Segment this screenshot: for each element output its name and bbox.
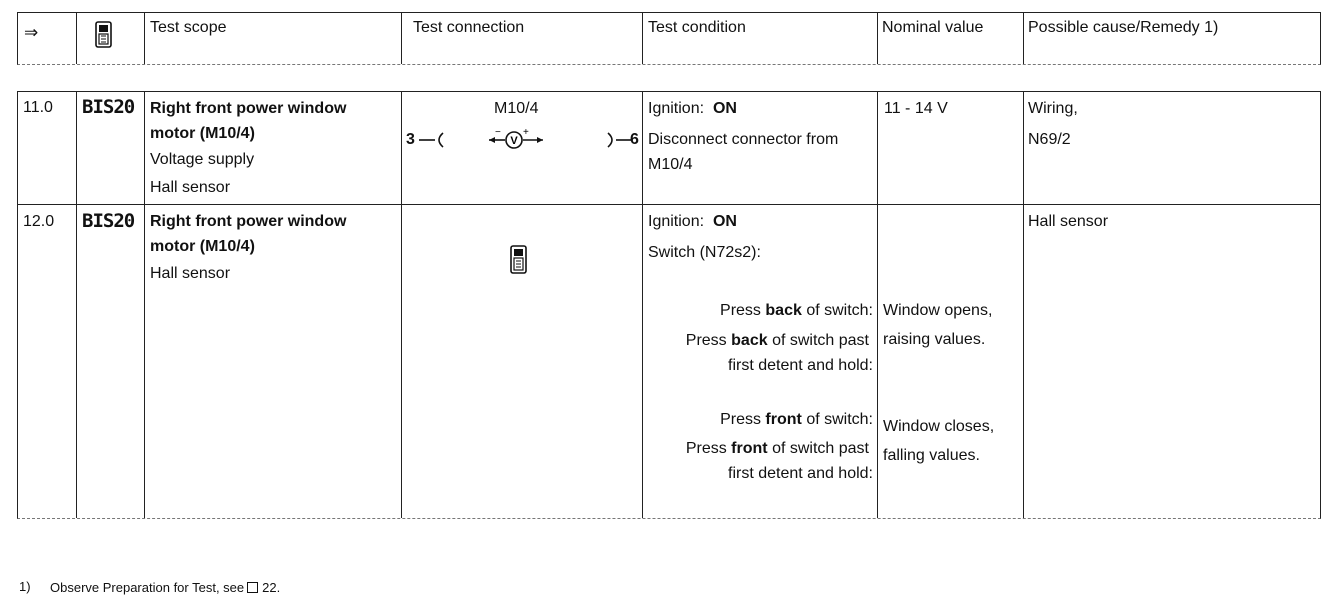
scope-title: motor (M10/4) — [150, 238, 255, 255]
scope-text: Hall sensor — [150, 179, 231, 196]
header-test-scope: Test scope — [150, 19, 227, 36]
condition-press-back-hold: Press back of switch past — [685, 332, 869, 349]
tester-device-icon — [93, 20, 115, 55]
nominal-value: raising values. — [883, 331, 986, 348]
nominal-value: falling values. — [883, 447, 980, 464]
pin-left: 3 — [406, 131, 415, 148]
condition-press-front: Press front of switch: — [720, 411, 873, 428]
condition-ignition: Ignition: ON — [648, 100, 737, 117]
step-number: 11.0 — [23, 99, 53, 116]
condition-ignition: Ignition: ON — [648, 213, 737, 230]
scope-text: Voltage supply — [150, 151, 255, 168]
header-arrow: ⇒ — [24, 23, 39, 42]
svg-text:−: − — [495, 127, 501, 138]
col-divider — [76, 13, 77, 64]
scope-title: Right front power window — [150, 100, 347, 117]
meter-symbol: V — [510, 135, 518, 147]
voltmeter-connection-icon: − V + — [419, 127, 632, 149]
cause-text: N69/2 — [1028, 131, 1071, 148]
cause-text: Hall sensor — [1028, 213, 1109, 230]
cause-text: Wiring, — [1028, 100, 1078, 117]
col-divider — [1023, 92, 1024, 518]
col-divider — [76, 92, 77, 518]
page-reference-icon — [247, 582, 259, 593]
col-divider — [144, 13, 145, 64]
condition-press-front-hold: Press front of switch past — [685, 440, 869, 457]
col-divider — [1023, 13, 1024, 64]
header-possible-cause: Possible cause/Remedy 1) — [1028, 19, 1219, 36]
col-divider — [642, 13, 643, 64]
nominal-value: Window closes, — [883, 418, 995, 435]
header-test-condition: Test condition — [648, 19, 746, 36]
scope-text: Hall sensor — [150, 265, 231, 282]
nominal-value: Window opens, — [883, 302, 993, 319]
condition-text: Switch (N72s2): — [648, 244, 761, 261]
col-divider — [877, 13, 878, 64]
condition-press-back: Press back of switch: — [720, 302, 873, 319]
nominal-value: 11 - 14 V — [884, 100, 948, 117]
connection-label: M10/4 — [494, 100, 539, 117]
code-label: BIS20 — [82, 96, 135, 118]
col-divider — [144, 92, 145, 518]
svg-text:+: + — [523, 127, 529, 138]
condition-text: Disconnect connector from — [648, 131, 839, 148]
table-header: ⇒ Test scope Test connection Test condit… — [17, 12, 1321, 65]
col-divider — [401, 92, 402, 518]
col-divider — [877, 92, 878, 518]
table-body: 11.0 BIS20 Right front power window moto… — [17, 91, 1321, 519]
condition-text: first detent and hold: — [728, 465, 873, 482]
step-number: 12.0 — [23, 213, 55, 230]
header-test-connection: Test connection — [413, 19, 525, 36]
header-nominal-value: Nominal value — [882, 19, 984, 36]
tester-device-icon — [508, 244, 530, 281]
scope-title: Right front power window — [150, 213, 347, 230]
condition-text: M10/4 — [648, 156, 693, 173]
pin-right: 6 — [630, 131, 639, 148]
code-label: BIS20 — [82, 210, 135, 232]
condition-text: first detent and hold: — [728, 357, 873, 374]
col-divider — [642, 92, 643, 518]
row-divider — [18, 204, 1320, 205]
footnote-marker: 1) — [19, 579, 31, 594]
col-divider — [401, 13, 402, 64]
scope-title: motor (M10/4) — [150, 125, 255, 142]
